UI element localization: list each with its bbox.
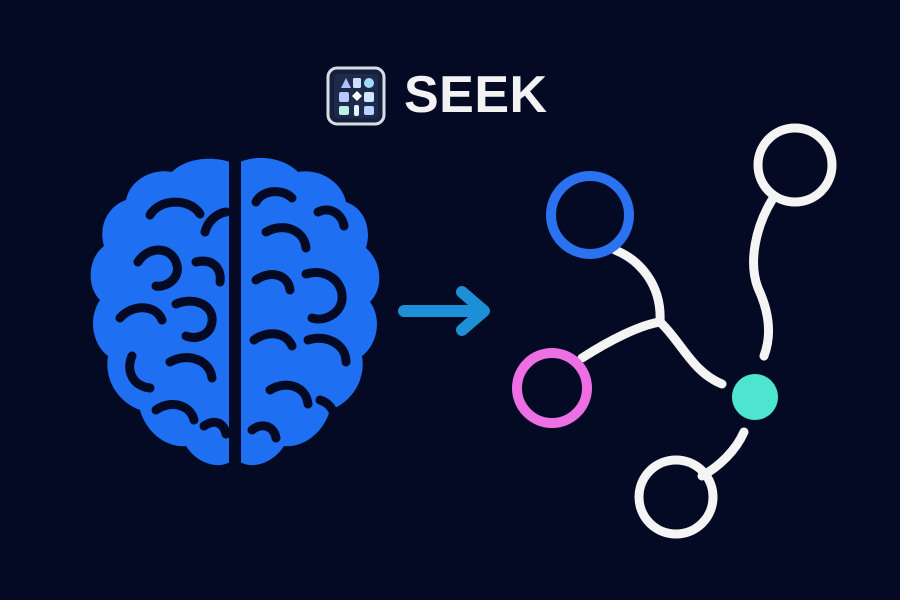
node-teal bbox=[732, 374, 778, 420]
logo-svg bbox=[326, 66, 386, 126]
brand-name: SEEK bbox=[404, 66, 548, 124]
node-white-top bbox=[753, 123, 837, 207]
brain-icon bbox=[90, 157, 380, 468]
arrow-right-icon bbox=[398, 286, 490, 336]
grid-shapes-logo-icon bbox=[326, 66, 386, 126]
node-graph-icon bbox=[512, 123, 837, 539]
node-pink bbox=[512, 348, 592, 428]
node-blue bbox=[546, 171, 634, 259]
node-white-bottom bbox=[634, 455, 718, 539]
